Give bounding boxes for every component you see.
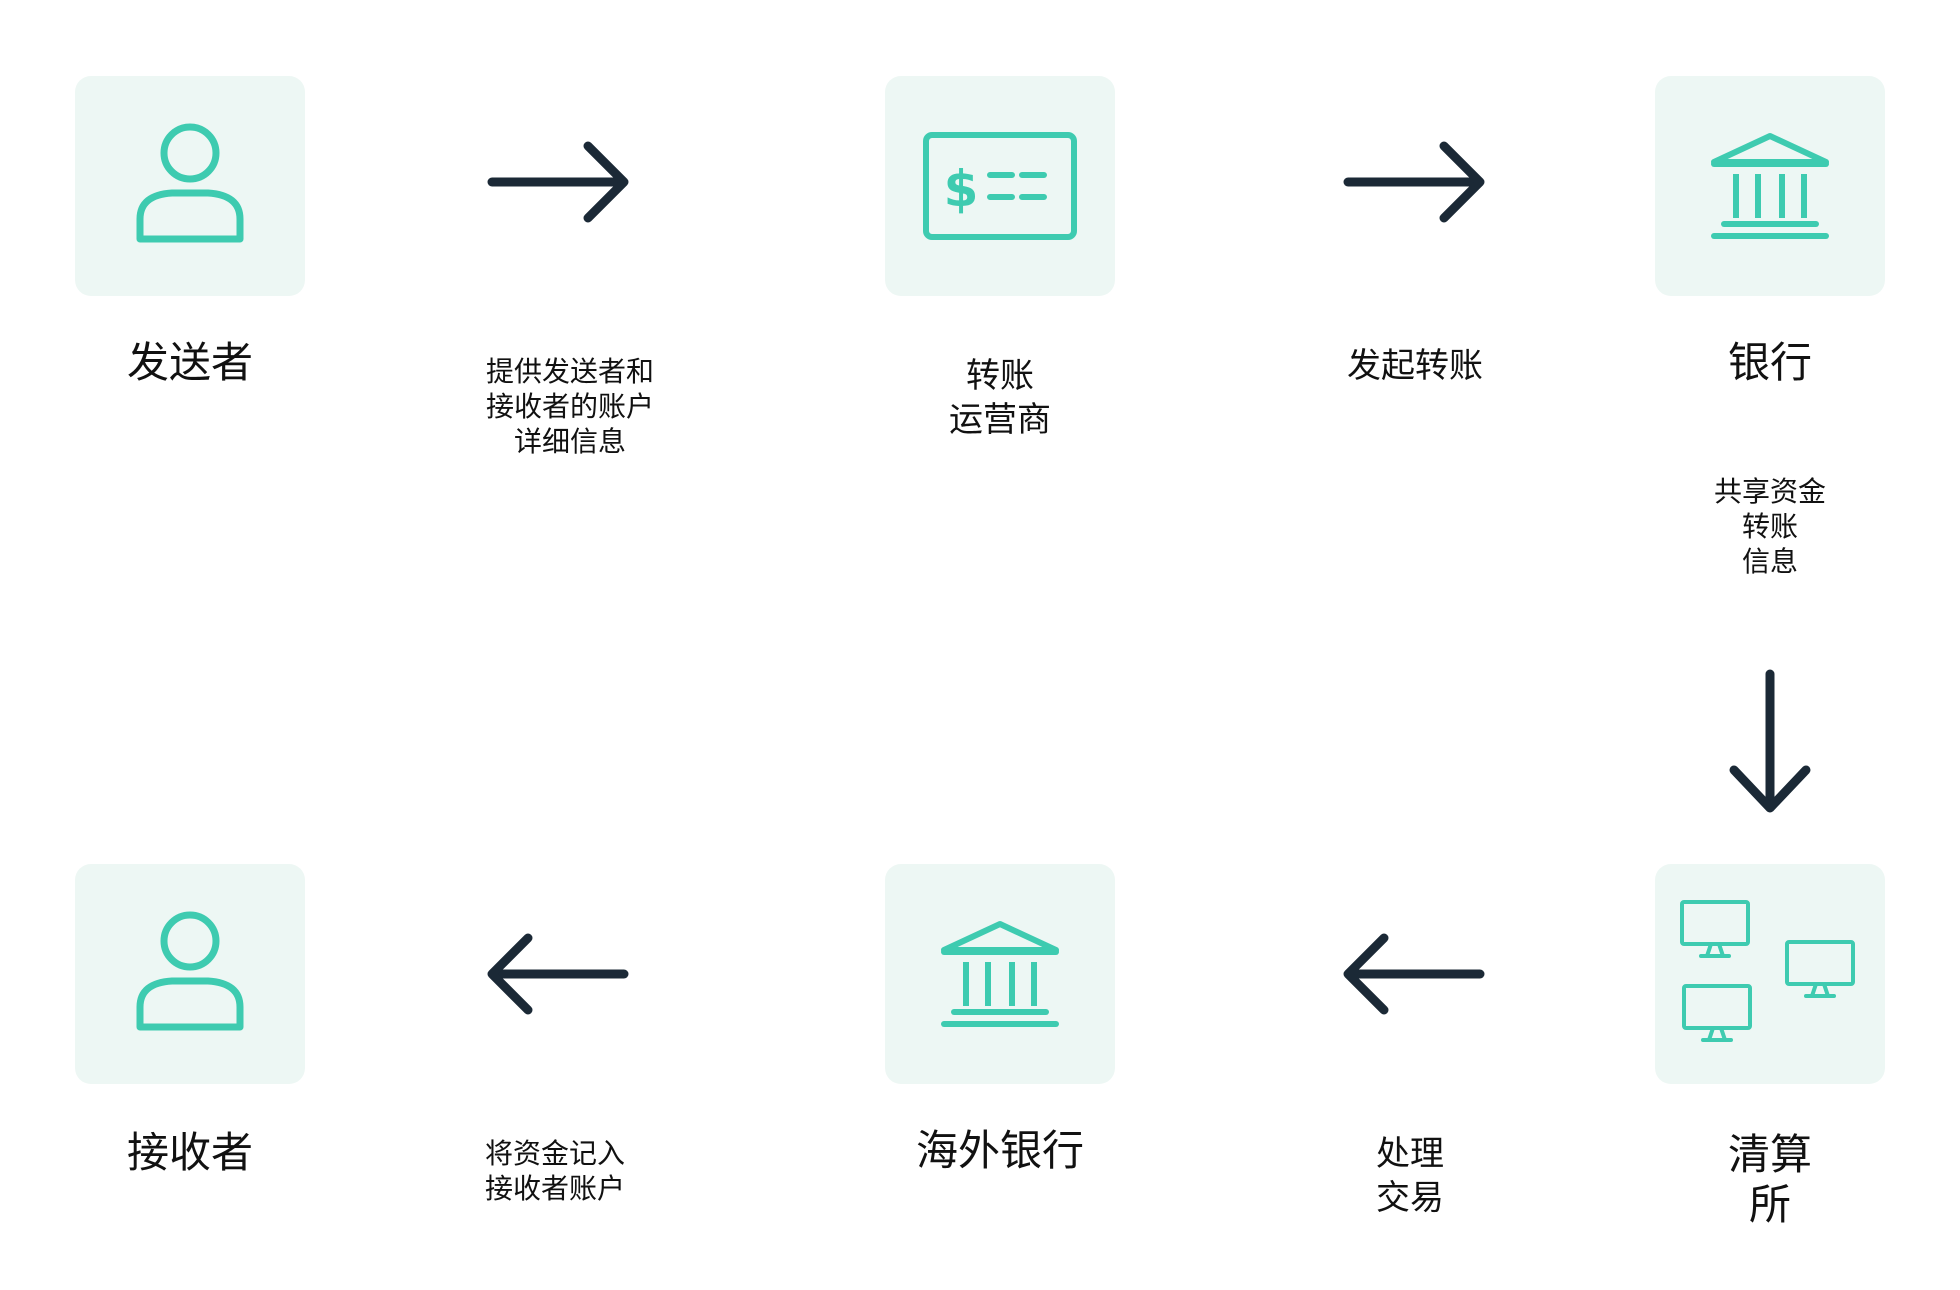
user-icon [136,123,244,243]
arrow-left-icon [487,933,629,1015]
receiver-node [75,864,305,1084]
edge-label-clearing-overseas: 处理 交易 [1376,1134,1444,1218]
arrow-right-icon [1343,141,1485,223]
edge-label-overseas-receiver: 将资金记入 接收者账户 [484,1137,625,1205]
dollar-bill-icon: $ [923,132,1077,240]
computers-network-icon [1680,900,1855,1042]
arrow-left-icon [1343,933,1485,1015]
arrow-down-icon [1729,669,1811,813]
bank-icon [1711,133,1829,239]
edge-label-operator-bank: 发起转账 [1347,346,1483,386]
bank-node [1655,76,1885,296]
clearing-node [1655,864,1885,1084]
overseas-bank-node [885,864,1115,1084]
receiver-label: 接收者 [126,1128,253,1177]
clearing-label: 清算 所 [1727,1130,1812,1229]
sender-node [75,76,305,296]
operator-label: 转账 运营商 [949,356,1051,440]
edge-label-bank-clearing: 共享资金 转账 信息 [1713,475,1826,578]
edge-label-sender-operator: 提供发送者和 接收者的账户 详细信息 [485,355,654,458]
bank-icon [941,921,1059,1027]
arrow-right-icon [487,141,629,223]
sender-label: 发送者 [126,338,253,387]
bank-label: 银行 [1727,338,1812,387]
user-icon [136,911,244,1031]
operator-node: $ [885,76,1115,296]
svg-text:$: $ [944,160,979,218]
overseas-bank-label: 海外银行 [915,1126,1084,1175]
